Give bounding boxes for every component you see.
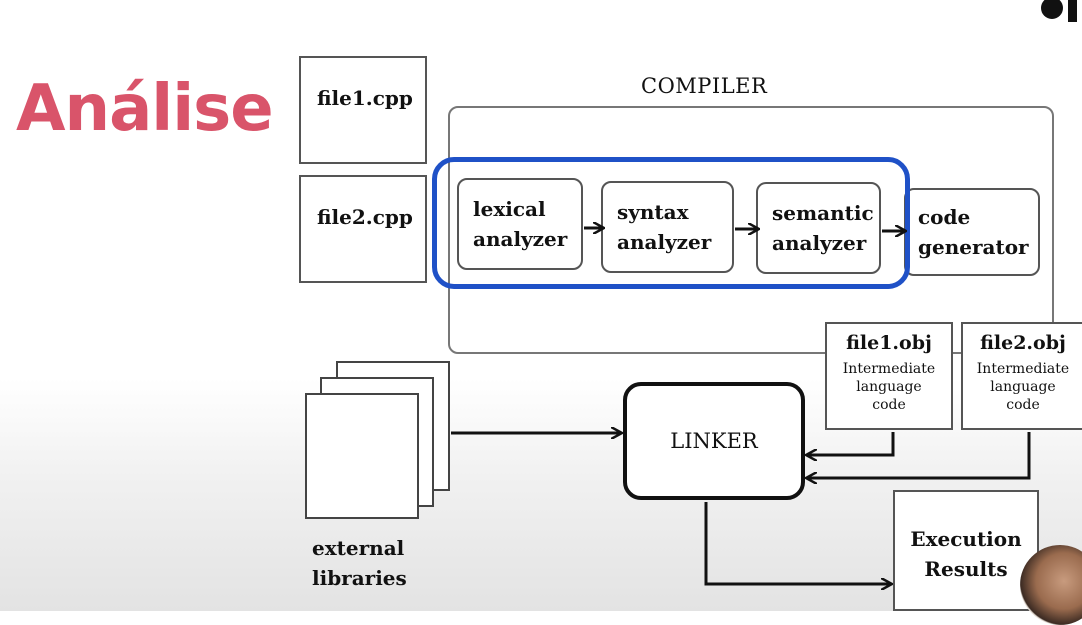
stage-syntax-analyzer: syntax analyzer	[601, 181, 734, 273]
stage-semantic-analyzer: semantic analyzer	[756, 182, 881, 274]
linker-label: LINKER	[670, 429, 758, 453]
stage-semantic-line2: analyzer	[772, 231, 867, 255]
results-line1: Execution	[910, 527, 1022, 551]
results-line2: Results	[924, 557, 1008, 581]
object-file-1: file1.obj Intermediate language code	[825, 322, 953, 430]
object-file-1-desc-1: Intermediate	[842, 361, 936, 377]
object-file-1-desc-2: language	[856, 379, 922, 395]
stage-syntax-line1: syntax	[617, 200, 689, 224]
stage-lexical-line1: lexical	[473, 197, 546, 221]
input-file-2: file2.cpp	[299, 175, 427, 283]
connector-arrows	[451, 0, 1031, 611]
arrow-obj1-to-linker	[807, 432, 895, 455]
object-file-1-name: file1.obj	[846, 332, 932, 354]
analysis-highlight	[432, 157, 910, 289]
stage-syntax-line2: analyzer	[617, 230, 712, 254]
stage-lexical-line2: analyzer	[473, 227, 568, 251]
libraries-line1: external	[312, 536, 405, 560]
object-file-1-desc-3: code	[872, 397, 906, 413]
object-file-2-name: file2.obj	[980, 332, 1066, 354]
linker-box: LINKER	[623, 382, 805, 500]
stage-semantic-line1: semantic	[772, 201, 874, 225]
object-file-2-desc-2: language	[990, 379, 1056, 395]
stage-code-line2: generator	[918, 235, 1029, 259]
input-file-1-label: file1.cpp	[317, 86, 413, 110]
compiler-label: COMPILER	[641, 74, 768, 98]
brand-logo	[1040, 0, 1082, 26]
object-file-2-desc-3: code	[1006, 397, 1040, 413]
stage-code-line1: code	[918, 205, 971, 229]
stage-code-generator: code generator	[904, 188, 1040, 276]
slide-title: Análise	[16, 72, 274, 146]
library-page-front	[305, 393, 419, 519]
arrow-linker-to-results	[704, 502, 891, 584]
input-file-1: file1.cpp	[299, 56, 427, 164]
libraries-line2: libraries	[312, 566, 407, 590]
execution-results-box: Execution Results	[893, 490, 1039, 611]
object-file-2-desc-1: Intermediate	[976, 361, 1070, 377]
stage-lexical-analyzer: lexical analyzer	[457, 178, 583, 270]
input-file-2-label: file2.cpp	[317, 205, 413, 229]
object-file-2: file2.obj Intermediate language code	[961, 322, 1082, 430]
libraries-label: external libraries	[312, 533, 407, 593]
arrow-obj2-to-linker	[807, 432, 1031, 478]
